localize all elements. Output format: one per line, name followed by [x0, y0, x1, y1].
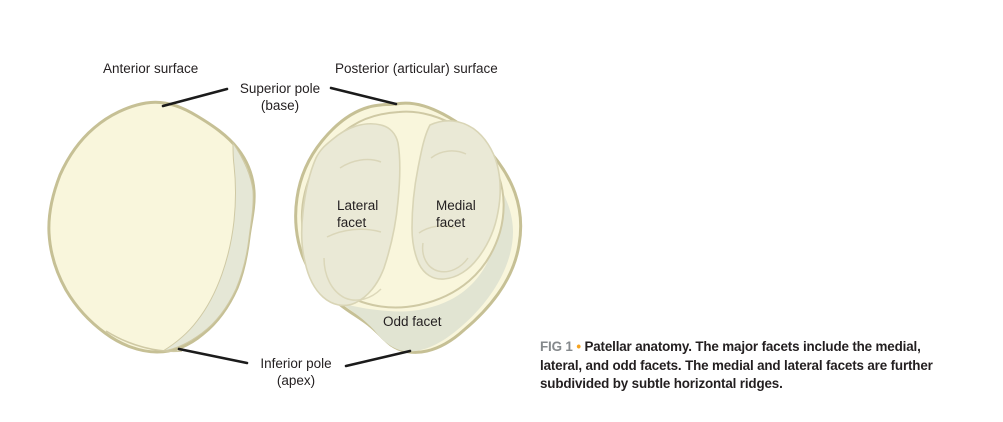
- odd-facet-callout: Odd facet: [383, 314, 442, 329]
- lateral-facet-line1: Lateral: [337, 198, 379, 213]
- figure-caption: FIG 1 • Patellar anatomy. The major face…: [540, 338, 942, 394]
- anterior-patella-outline: [47, 100, 256, 354]
- lateral-facet-ridge-line: [339, 158, 382, 169]
- figure-caption-bullet: •: [576, 339, 581, 354]
- medial-facet-line2: facet: [436, 215, 466, 230]
- inferior-pole-callout: Inferior pole (apex): [246, 355, 346, 389]
- lateral-facet-lower-lobe: [323, 257, 382, 301]
- superior-pole-line2: (base): [260, 98, 300, 113]
- medial-facet-callout: Medial facet: [436, 197, 476, 231]
- lateral-facet-ridge-line: [326, 228, 382, 238]
- medial-facet-ridge-line: [430, 150, 467, 159]
- figure-caption-tag: FIG 1: [540, 339, 573, 354]
- odd-facet-region: [341, 182, 513, 352]
- leader-line-inferior-posterior: [344, 349, 412, 368]
- inferior-pole-line2: (apex): [276, 373, 316, 388]
- lateral-facet-line2: facet: [337, 215, 367, 230]
- superior-pole-line1: Superior pole: [239, 81, 321, 96]
- lateral-facet-region: [300, 123, 401, 307]
- leader-line-superior-posterior: [329, 86, 398, 106]
- superior-pole-callout: Superior pole (base): [230, 80, 330, 114]
- lateral-facet-callout: Lateral facet: [337, 197, 378, 231]
- medial-facet-ridge-line: [418, 225, 456, 234]
- leader-line-superior-anterior: [161, 87, 229, 108]
- inferior-pole-line1: Inferior pole: [260, 356, 332, 371]
- leader-line-inferior-anterior: [177, 347, 249, 365]
- posterior-surface-title: Posterior (articular) surface: [335, 61, 498, 76]
- anterior-patella-edge-line: [105, 330, 183, 353]
- anterior-surface-title: Anterior surface: [103, 61, 199, 76]
- figure-caption-body: Patellar anatomy. The major facets inclu…: [540, 339, 933, 392]
- medial-facet-region: [411, 120, 501, 280]
- medial-facet-line1: Medial: [436, 198, 476, 213]
- medial-facet-lower-lobe: [421, 242, 469, 273]
